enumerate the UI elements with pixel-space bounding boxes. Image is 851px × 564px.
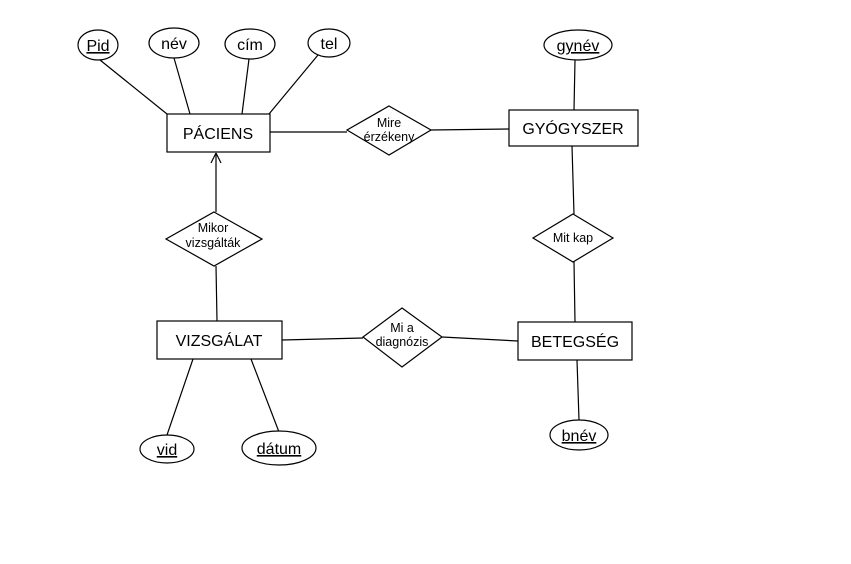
- edge-betegseg-bnev: [576, 359, 580, 421]
- entity-vizsgalat-label: VIZSGÁLAT: [176, 331, 263, 350]
- attr-vid: vid: [139, 434, 195, 464]
- entity-paciens-label: PÁCIENS: [183, 124, 253, 143]
- attr-tel-label: tel: [321, 36, 338, 53]
- attr-pid: Pid: [77, 29, 119, 61]
- edge-vizsgalat-mia: [281, 337, 364, 341]
- attr-pid-label: Pid: [86, 38, 109, 55]
- attr-nev-label: név: [161, 36, 187, 53]
- edge-mia-betegseg: [441, 336, 519, 342]
- rel-mi-a-diagnozis: Mi a diagnózis: [362, 307, 444, 368]
- entity-betegseg-label: BETEGSÉG: [531, 332, 619, 351]
- edge-mitkap-betegseg: [573, 261, 576, 323]
- entity-gyogyszer: GYÓGYSZER: [508, 109, 639, 147]
- edge-pid-paciens: [99, 59, 168, 115]
- edge-vizsgalat-datum: [250, 358, 280, 433]
- attr-tel: tel: [307, 28, 351, 58]
- edge-gynev-gyogyszer: [573, 59, 576, 111]
- connector-lines: [99, 54, 580, 436]
- attr-gynev: gynév: [543, 29, 613, 61]
- entity-gyogyszer-label: GYÓGYSZER: [522, 119, 623, 138]
- attr-datum-label: dátum: [257, 441, 301, 458]
- attr-datum: dátum: [241, 430, 317, 466]
- attr-gynev-label: gynév: [557, 38, 600, 55]
- edge-mikor-vizsgalat: [215, 265, 218, 322]
- edge-mire-gyogyszer: [430, 128, 510, 131]
- entity-vizsgalat: VIZSGÁLAT: [156, 320, 283, 360]
- attr-cim: cím: [224, 28, 276, 60]
- attr-cim-label: cím: [237, 37, 263, 54]
- edge-gyogyszer-mitkap: [571, 145, 575, 215]
- rel-mire-line2: érzékeny: [364, 130, 415, 144]
- entity-paciens: PÁCIENS: [166, 113, 271, 153]
- edge-cim-paciens: [241, 58, 250, 115]
- rel-mire-erzekeny: Mire érzékeny: [345, 105, 433, 156]
- edge-vizsgalat-vid: [166, 358, 194, 436]
- rel-mikor-line1: Mikor: [198, 221, 229, 235]
- arrow-head-icon: [210, 152, 222, 164]
- rel-mit-kap: Mit kap: [531, 213, 615, 263]
- rel-mia-line1: Mi a: [390, 321, 414, 335]
- rel-mia-line2: diagnózis: [376, 335, 429, 349]
- rel-mire-line1: Mire: [377, 116, 401, 130]
- rel-mikor-line2: vizsgálták: [186, 236, 242, 250]
- rel-mitkap-label: Mit kap: [553, 231, 593, 245]
- entity-betegseg: BETEGSÉG: [517, 321, 633, 361]
- attr-vid-label: vid: [157, 442, 177, 459]
- edge-tel-paciens: [268, 54, 319, 115]
- attr-nev: név: [148, 27, 200, 59]
- attr-bnev-label: bnév: [562, 428, 597, 445]
- attr-bnev: bnév: [549, 419, 609, 451]
- rel-mikor-vizsgaltak: Mikor vizsgálták: [164, 211, 264, 267]
- edge-nev-paciens: [173, 57, 191, 115]
